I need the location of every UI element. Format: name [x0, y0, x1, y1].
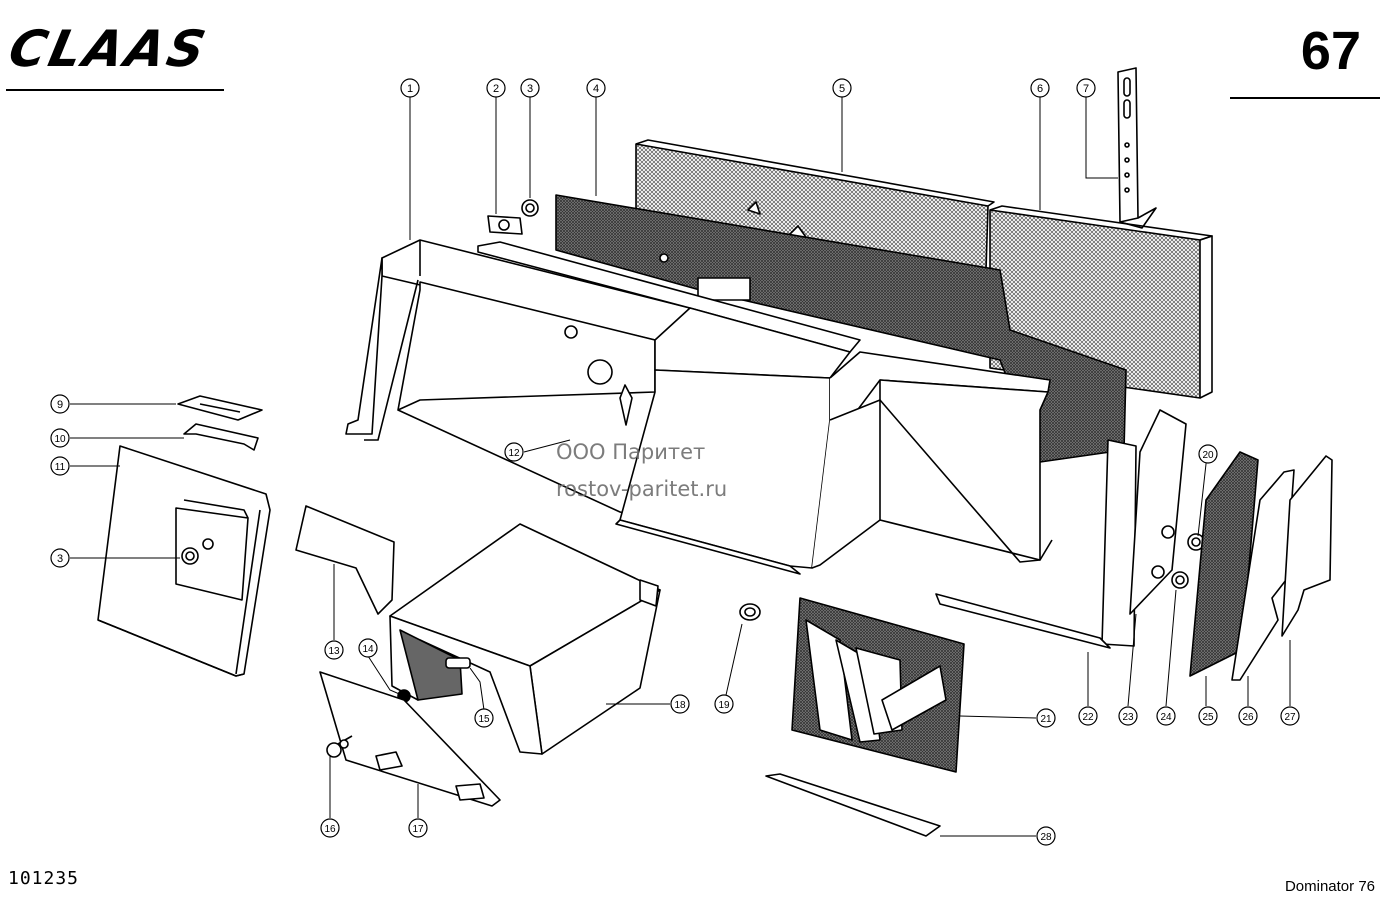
callout-1: 1 — [400, 78, 420, 98]
callout-25: 25 — [1198, 706, 1218, 726]
part-13-cover — [295, 505, 395, 615]
part-4-mesh-panel — [555, 194, 1127, 463]
callout-label: 24 — [1160, 712, 1172, 723]
part-24-grommet — [1171, 571, 1189, 589]
model-name: Dominator 76 — [1284, 878, 1375, 895]
callout-label: 19 — [718, 700, 730, 711]
part-11-panel — [97, 445, 271, 677]
part-18-box — [389, 523, 661, 755]
part-23-panel — [1129, 409, 1187, 615]
watermark-company: ООО Паритет — [556, 440, 706, 464]
part-21-mesh-panel — [791, 597, 965, 773]
callout-label: 23 — [1122, 712, 1134, 723]
callout-6: 6 — [1030, 78, 1050, 98]
callout-3: 3 — [520, 78, 540, 98]
callout-26: 26 — [1238, 706, 1258, 726]
callout-20: 20 — [1198, 444, 1218, 464]
callout-label: 5 — [839, 83, 845, 95]
callout-label: 25 — [1202, 712, 1214, 723]
header-rule-right — [1230, 97, 1380, 99]
callout-9: 9 — [50, 394, 70, 414]
callout-13: 13 — [324, 640, 344, 660]
callout-label: 27 — [1284, 712, 1296, 723]
callout-label: 15 — [478, 714, 490, 725]
part-22-post — [935, 439, 1137, 649]
callout-label: 28 — [1040, 832, 1052, 843]
part-3-grommet-top — [521, 199, 539, 217]
callout-label: 6 — [1037, 83, 1043, 95]
watermark-url: rostov-paritet.ru — [556, 477, 728, 501]
callout-label: 22 — [1082, 712, 1094, 723]
callout-28: 28 — [1036, 826, 1056, 846]
callout-label: 26 — [1242, 712, 1254, 723]
callout-label: 18 — [674, 700, 686, 711]
part-7-bracket — [1117, 67, 1157, 229]
callout-label: 1 — [407, 83, 413, 95]
part-9-plate — [177, 395, 263, 421]
callout-11: 11 — [50, 456, 70, 476]
callout-label: 9 — [57, 399, 63, 411]
callout-label: 3 — [57, 553, 63, 565]
part-16-clamp — [326, 735, 353, 758]
callout-19: 19 — [714, 694, 734, 714]
callout-10: 10 — [50, 428, 70, 448]
part-1-frame — [345, 239, 691, 521]
callout-24: 24 — [1156, 706, 1176, 726]
callout-18: 18 — [670, 694, 690, 714]
callout-16: 16 — [320, 818, 340, 838]
callout-22: 22 — [1078, 706, 1098, 726]
part-28-strip — [765, 773, 941, 837]
callout-2: 2 — [486, 78, 506, 98]
callout-3: 3 — [50, 548, 70, 568]
part-19-cap — [739, 603, 761, 621]
callout-label: 21 — [1040, 714, 1052, 725]
callout-label: 3 — [527, 83, 533, 95]
callout-label: 7 — [1083, 83, 1089, 95]
document-id: 101235 — [8, 868, 80, 889]
header-rule-left — [6, 89, 224, 91]
callout-5: 5 — [832, 78, 852, 98]
callout-23: 23 — [1118, 706, 1138, 726]
callout-label: 17 — [412, 824, 424, 835]
callout-label: 2 — [493, 83, 499, 95]
callout-label: 16 — [324, 824, 336, 835]
leader-lines — [70, 97, 1291, 837]
callout-label: 10 — [54, 434, 66, 445]
part-2-plate — [487, 215, 523, 235]
callout-12: 12 — [504, 442, 524, 462]
central-tray — [477, 241, 1053, 575]
callout-7: 7 — [1076, 78, 1096, 98]
page-number: 67 — [1300, 21, 1361, 81]
callout-label: 14 — [362, 644, 374, 655]
callout-4: 4 — [586, 78, 606, 98]
callout-label: 4 — [593, 83, 599, 95]
callout-21: 21 — [1036, 708, 1056, 728]
callout-27: 27 — [1280, 706, 1300, 726]
callout-14: 14 — [358, 638, 378, 658]
part-10-bracket — [183, 423, 259, 451]
part-27-gasket — [1281, 455, 1333, 637]
callout-label: 13 — [328, 646, 340, 657]
callout-label: 11 — [55, 462, 66, 473]
callout-label: 20 — [1202, 450, 1214, 461]
callout-15: 15 — [474, 708, 494, 728]
callout-17: 17 — [408, 818, 428, 838]
callout-label: 12 — [508, 448, 520, 459]
